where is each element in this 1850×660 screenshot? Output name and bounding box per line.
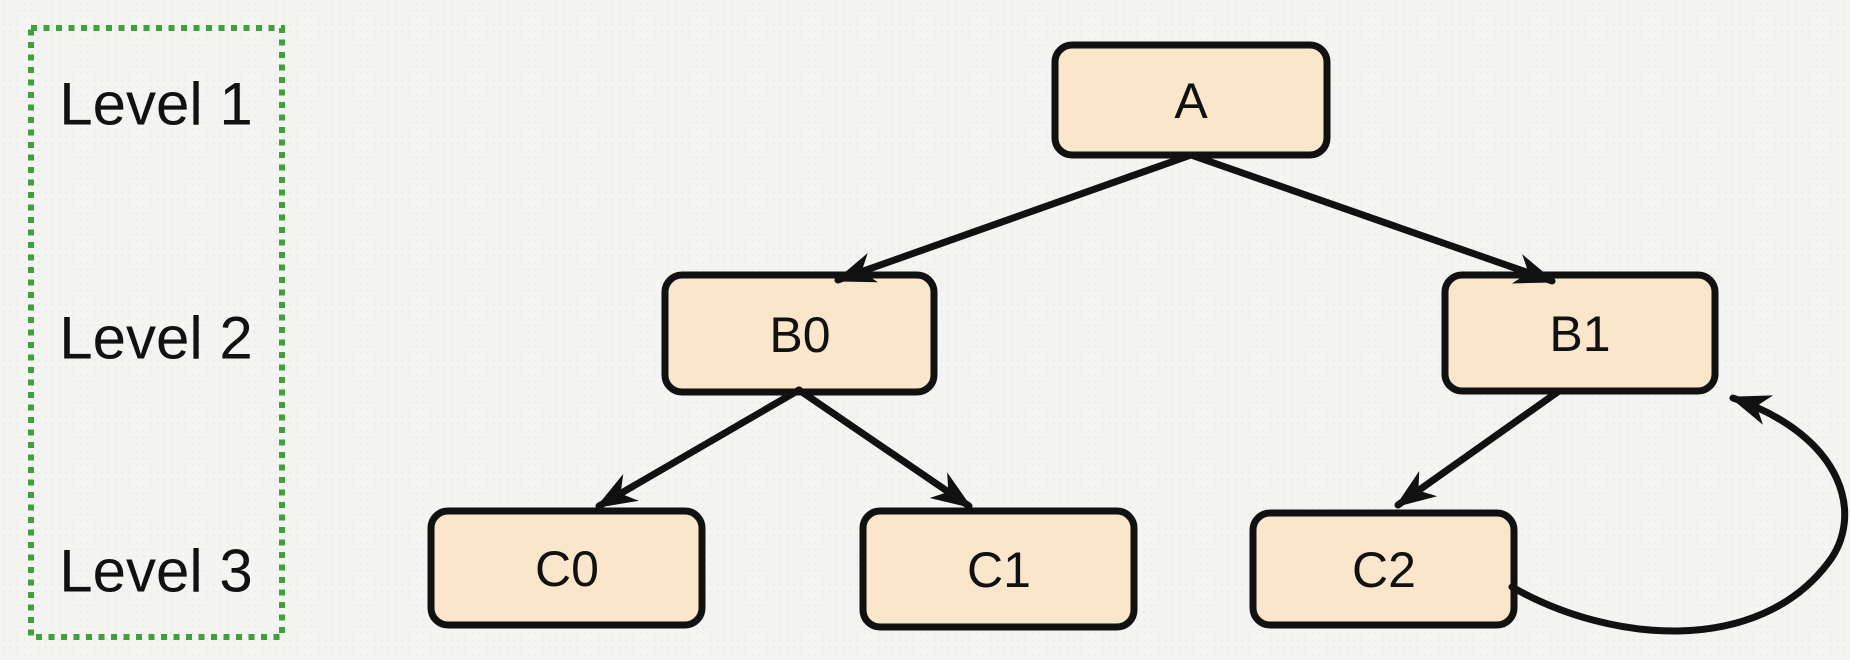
node-C0-box: [427, 507, 706, 629]
legend-box: [28, 25, 285, 640]
edge-A-B1: [1187, 151, 1556, 285]
node-C1: C1: [859, 507, 1138, 631]
node-C0: C0: [427, 507, 706, 629]
node-A-label: A: [1174, 73, 1208, 129]
node-C2-label: C2: [1352, 542, 1416, 598]
level-legend: Level 1 Level 2 Level 3: [28, 25, 285, 640]
node-C0-label: C0: [535, 541, 599, 597]
node-B1: B1: [1441, 271, 1719, 395]
edge-C2-B1-loop: [1508, 394, 1849, 635]
edge-B0-C0: [595, 386, 803, 510]
edges-layer: [595, 151, 1849, 635]
node-B1-label: B1: [1549, 306, 1610, 362]
edge-A-B0: [834, 151, 1195, 284]
legend-label-level-3: Level 3: [59, 538, 252, 605]
node-B0: B0: [661, 271, 938, 396]
legend-label-level-2: Level 2: [59, 305, 252, 372]
edge-B1-C2: [1394, 387, 1563, 509]
node-B0-label: B0: [769, 307, 830, 363]
legend-label-level-1: Level 1: [59, 71, 252, 138]
node-C2-box: [1249, 509, 1518, 629]
edge-B0-C1: [795, 386, 973, 510]
node-A: A: [1051, 41, 1331, 159]
node-B1-box: [1441, 271, 1719, 395]
nodes-layer: A B0 B1 C0 C1 C2: [427, 41, 1719, 631]
node-C1-box: [859, 507, 1138, 631]
node-C2: C2: [1249, 509, 1518, 629]
node-C1-label: C1: [967, 542, 1031, 598]
